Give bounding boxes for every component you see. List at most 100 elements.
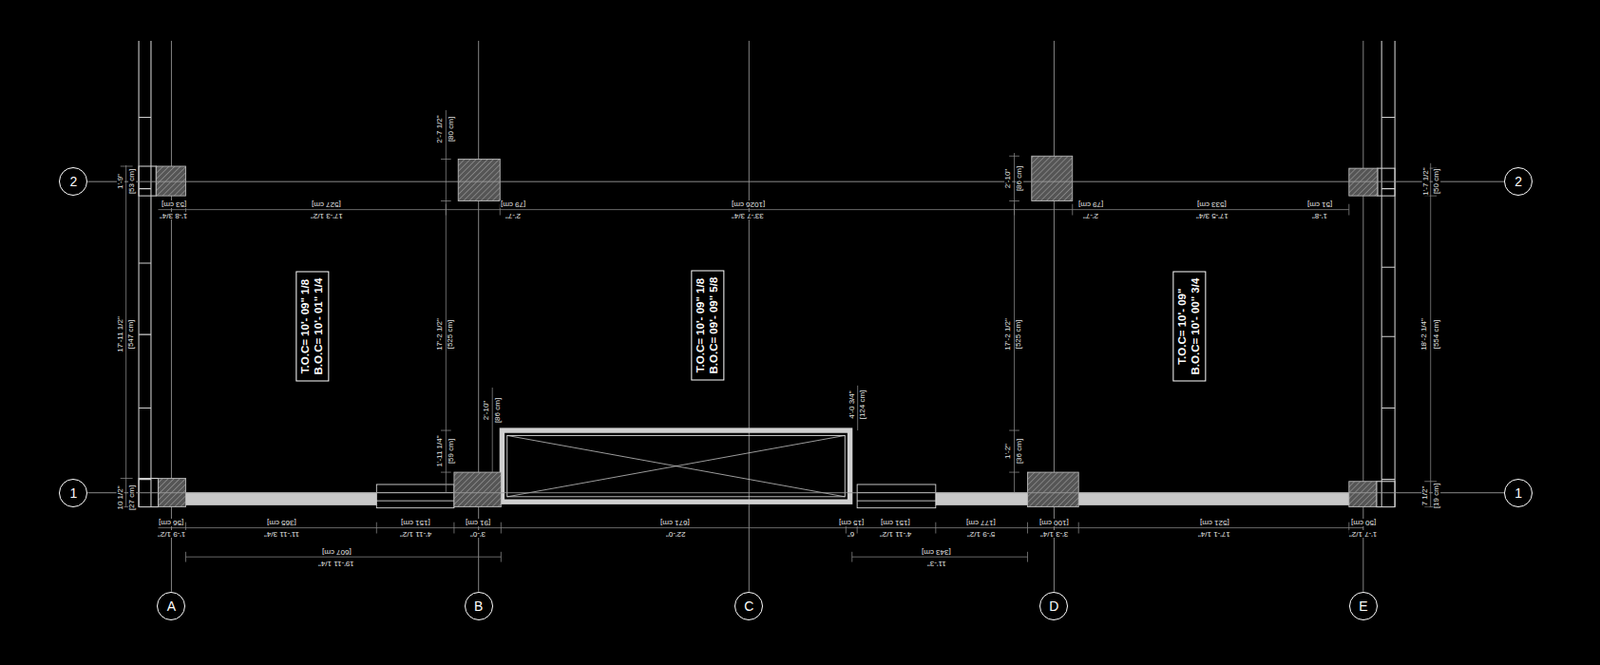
- note-body: T.O.C= 10'- 09" 1/8B.O.C= 10'- 01" 1/4: [299, 278, 325, 376]
- dimension-text: 1'-8": [1311, 211, 1329, 220]
- dimension-text: 1'-11 1/4": [436, 434, 444, 468]
- wall-strip: [1078, 493, 1350, 506]
- elevation-note: T.O.C= 10'- 09" 1/8B.O.C= 09'- 09" 5/8: [691, 270, 725, 381]
- grid-lines: [171, 40, 1363, 592]
- wall-return: [1376, 481, 1395, 508]
- dimension-text: [51 cm]: [1306, 200, 1334, 209]
- dimension-text: [86 cm]: [1015, 165, 1024, 192]
- dimension-text: [59 cm]: [447, 438, 456, 465]
- grid-label: E: [1358, 598, 1368, 614]
- exterior-walls: [138, 40, 1395, 508]
- dimension-text: [50 cm]: [1432, 168, 1441, 195]
- dimension-text: 1'-9": [116, 172, 125, 191]
- dimension-text: 4'-0 3/4": [848, 390, 857, 420]
- dimension-text: 1'-8 3/4": [158, 211, 189, 220]
- note-body: T.O.C= 10'- 09"B.O.C= 10'- 00" 3/4: [1177, 278, 1203, 376]
- dimension-text: 19'-11 1/4": [317, 559, 356, 568]
- dimension-line: [125, 165, 127, 508]
- dimension-text: [79 cm]: [1077, 200, 1105, 209]
- mullions: [138, 116, 152, 479]
- dimension-text: 2'-7 1/2": [436, 114, 444, 145]
- wall-strip: [185, 493, 377, 506]
- dimension-text: [56 cm]: [157, 518, 185, 527]
- column: [1349, 481, 1377, 508]
- column: [1349, 168, 1378, 196]
- window: [857, 484, 936, 509]
- wall-return: [1377, 168, 1395, 196]
- dimension-text: [151 cm]: [879, 518, 912, 527]
- dimension-text: [50 cm]: [1350, 518, 1377, 527]
- columns: [155, 155, 1378, 507]
- grid-bubble: 1: [1504, 478, 1533, 508]
- grid-label: A: [167, 598, 176, 614]
- grid-line: [477, 40, 479, 592]
- dimension-ticks: [1009, 155, 1020, 473]
- dimension-line: [492, 387, 494, 473]
- dimension-text: [19 cm]: [1432, 482, 1441, 510]
- grid-bubble: 1: [58, 478, 88, 508]
- void-cross: [507, 435, 845, 496]
- dimension-text: 17'-2 1/2": [1004, 317, 1012, 352]
- column: [155, 166, 186, 196]
- dimension-text: [124 cm]: [858, 389, 867, 421]
- dimension-text: [533 cm]: [1196, 200, 1228, 209]
- dimension-text: 17'-11 1/2": [116, 315, 125, 354]
- elevation-text: B.O.C= 10'- 00" 3/4: [1189, 278, 1203, 376]
- dimension-text: [671 cm]: [659, 518, 691, 527]
- wall-strip: [935, 493, 1029, 506]
- grid-bubble: B: [464, 591, 494, 621]
- dimension-text: 6": [846, 530, 856, 538]
- dimension-ticks: [440, 158, 452, 473]
- grid-bubble: 2: [1504, 167, 1533, 196]
- dimension-text: 1'-7 1/2": [1421, 167, 1429, 197]
- opening-void: [507, 435, 845, 496]
- grid-label: B: [474, 598, 483, 614]
- grid-line: [87, 492, 1505, 494]
- dimension-text: [36 cm]: [1015, 438, 1024, 465]
- elevation-text: T.O.C= 10'- 09" 1/8: [695, 277, 709, 375]
- dimension-text: 11'-3": [926, 559, 948, 568]
- grid-line: [1362, 40, 1364, 592]
- grid-line: [171, 40, 172, 592]
- dimension-text: [521 cm]: [1199, 518, 1231, 527]
- grid-label: D: [1048, 598, 1059, 614]
- grid-label: 2: [69, 173, 77, 190]
- column: [1031, 155, 1073, 201]
- dimension-line: [852, 556, 1029, 558]
- dimension-ticks: [185, 522, 1349, 534]
- column: [454, 472, 501, 508]
- wall-return: [138, 166, 156, 196]
- dimension-text: [527 cm]: [310, 200, 343, 209]
- grid-bubble: C: [734, 591, 763, 621]
- dimension-text: [91 cm]: [464, 518, 492, 527]
- dimension-text: [607 cm]: [321, 548, 353, 556]
- wall-line: [150, 40, 152, 508]
- dimension-text: 1'-2": [1004, 442, 1012, 460]
- dimension-text: [547 cm]: [127, 319, 135, 351]
- elevation-text: T.O.C= 10'- 09" 1/8: [299, 278, 313, 376]
- dimension-text: [15 cm]: [838, 518, 865, 527]
- elevation-text: B.O.C= 09'- 09" 5/8: [707, 277, 722, 375]
- dimension-text: 3'-0": [469, 530, 487, 538]
- dimension-text: 7 1/2": [1421, 485, 1429, 508]
- note-body: T.O.C= 10'- 09" 1/8B.O.C= 09'- 09" 5/8: [695, 277, 722, 375]
- column: [457, 158, 500, 201]
- dimension-text: 10 1/2": [116, 485, 125, 512]
- dimension-line: [157, 209, 1349, 210]
- grid-bubble: D: [1039, 591, 1068, 621]
- dimension-text: [27 cm]: [128, 484, 136, 512]
- grid-line: [748, 40, 750, 592]
- dimension-text: [86 cm]: [494, 397, 502, 424]
- opening-frame: [501, 430, 850, 502]
- dimension-line: [857, 385, 858, 431]
- dimension-text: 17'-2 1/2": [436, 317, 444, 352]
- dimension-text: 2'-10": [482, 400, 491, 421]
- dimension-line: [157, 527, 1363, 529]
- dimension-text: 17'-3 1/2": [309, 211, 344, 220]
- dimension-text: [525 cm]: [1015, 319, 1024, 351]
- dimension-line: [445, 110, 447, 494]
- dimension-text: 1'-9 1/2": [156, 530, 187, 538]
- dimension-text: 1'-7 1/2": [1348, 530, 1378, 538]
